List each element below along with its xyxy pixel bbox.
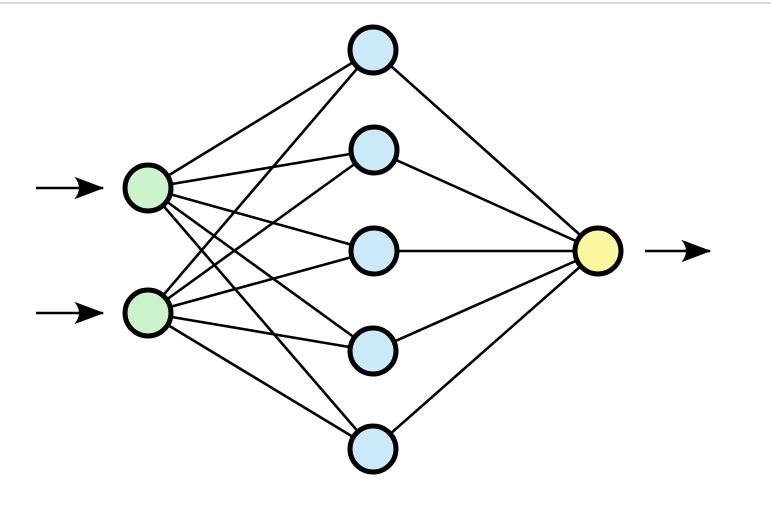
- edge-h5-o1: [372, 250, 599, 450]
- edge-h1-o1: [372, 49, 599, 252]
- edge-i2-h4: [147, 311, 374, 353]
- edge-i1-h4: [147, 186, 374, 353]
- edge-i2-h5: [147, 311, 374, 451]
- hidden-node-h4: [347, 325, 399, 377]
- edge-h4-o1: [372, 249, 599, 353]
- hidden-node-h1: [347, 24, 399, 76]
- edge-i2-h2: [147, 148, 375, 315]
- input-node-i2: [122, 287, 174, 339]
- input-node-i1: [122, 162, 174, 214]
- hidden-node-h3: [348, 225, 400, 277]
- output-node-o1: [572, 225, 624, 277]
- edge-i2-h1: [147, 49, 374, 314]
- hidden-node-h5: [347, 423, 399, 475]
- hidden-node-h2: [348, 124, 400, 176]
- edge-i2-h3: [147, 249, 375, 315]
- edge-i1-h2: [147, 148, 375, 190]
- edge-h2-o1: [373, 148, 599, 253]
- edge-i1-h5: [147, 187, 374, 450]
- edge-i1-h3: [147, 186, 375, 253]
- window-top-border: [0, 2, 771, 4]
- edge-i1-h1: [147, 48, 374, 190]
